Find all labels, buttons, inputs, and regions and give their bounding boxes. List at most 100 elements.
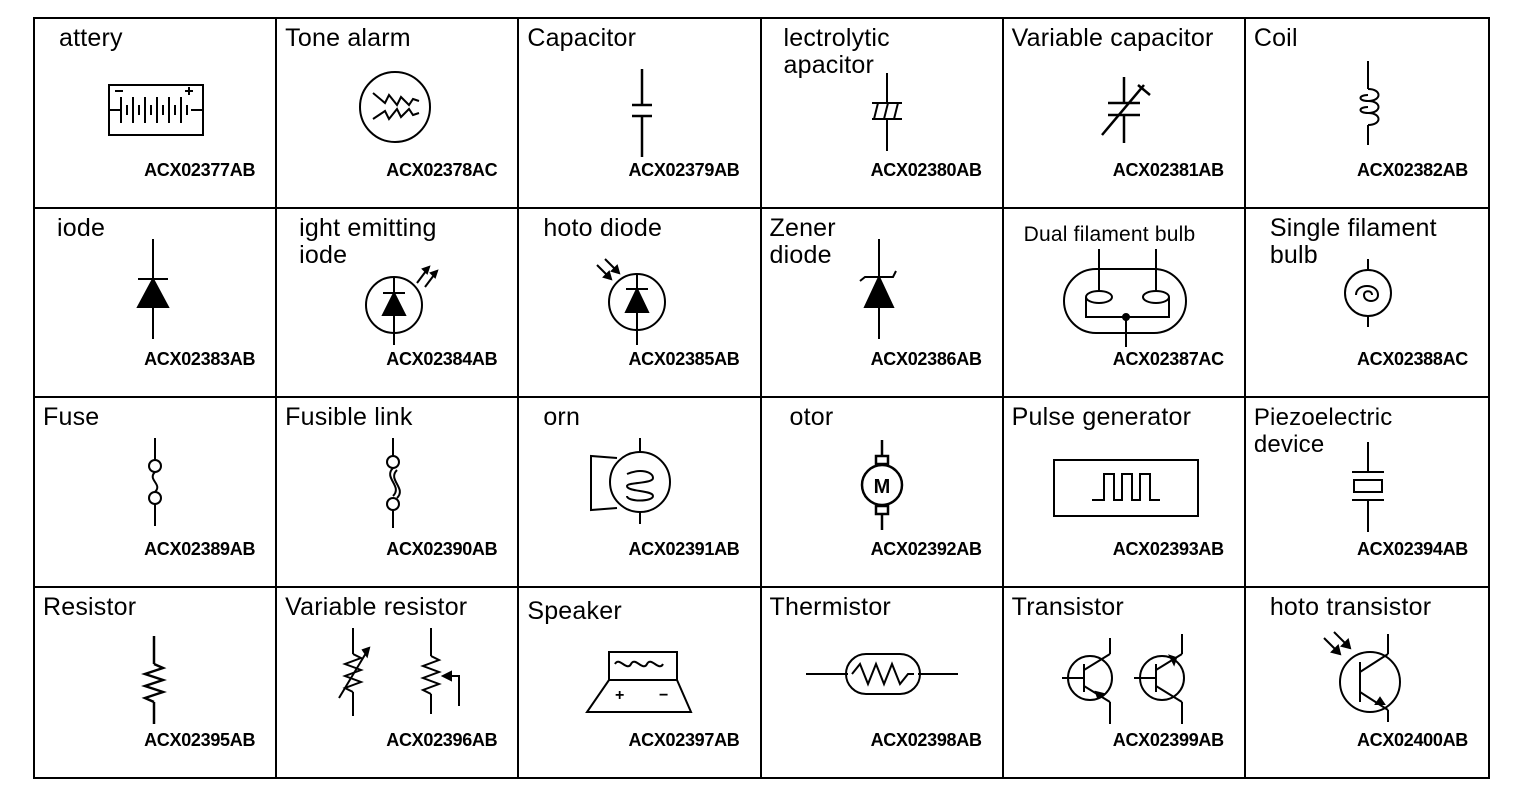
part-code: ACX02382AB (1356, 159, 1468, 180)
thermistor-icon (762, 588, 1002, 778)
cell-label: Single filament bulb (1269, 213, 1437, 269)
part-code: ACX02379AB (628, 159, 740, 180)
led-icon (277, 209, 517, 397)
cell-transistor: Transistor ACX02399AB (1004, 587, 1246, 778)
cell-label: Capacitor (527, 24, 637, 52)
cell-thermistor: Thermistor ACX02398AB (762, 587, 1004, 778)
part-code: ACX02378AC (386, 159, 498, 180)
cell-label: Dual filament bulb (1023, 222, 1196, 246)
part-code: ACX02391AB (628, 538, 740, 559)
cell-label: Tone alarm (285, 24, 411, 52)
cell-electrolytic-capacitor: lectrolytic apacitor ACX02380AB (761, 19, 1004, 209)
photo-transistor-icon (1246, 588, 1488, 778)
part-code: ACX02399AB (1112, 730, 1224, 750)
part-code: ACX02380AB (870, 159, 982, 180)
photo-diode-icon (519, 209, 759, 397)
cell-label: hoto diode (543, 213, 663, 242)
speaker-plus: + (615, 687, 624, 704)
pulse-generator-icon (1004, 398, 1244, 586)
cell-label: iode (57, 213, 106, 242)
cell-label: Thermistor (769, 592, 891, 621)
coil-icon (1246, 19, 1488, 207)
dual-filament-bulb-icon (1004, 209, 1244, 397)
cell-photo-transistor: hoto transistor ACX02400AB (1246, 588, 1488, 778)
cell-variable-resistor: Variable resistor ACX02396AB (277, 587, 520, 778)
cell-speaker: Speaker + − ACX02397AB (519, 587, 762, 778)
fusible-link-icon (277, 398, 517, 586)
motor-letter: M (873, 476, 890, 498)
cell-label: Variable capacitor (1011, 24, 1214, 52)
battery-icon (35, 19, 275, 207)
cell-label: attery (59, 24, 123, 52)
cell-diode: iode ACX02383AB (35, 208, 278, 398)
cell-fuse: Fuse ACX02389AB (35, 398, 278, 588)
part-code: ACX02400AB (1356, 730, 1468, 750)
part-code: ACX02381AB (1112, 159, 1224, 180)
part-code: ACX02384AB (386, 349, 498, 369)
cell-battery: attery ACX02377AB (35, 19, 278, 209)
cell-label: Piezoelectric device (1253, 404, 1393, 458)
zener-diode-icon (762, 209, 1002, 397)
cell-resistor: Resistor ACX02395AB (35, 587, 278, 778)
speaker-minus: − (659, 687, 668, 704)
part-code: ACX02393AB (1112, 538, 1224, 559)
part-code: ACX02398AB (870, 730, 982, 750)
part-code: ACX02389AB (144, 538, 256, 559)
cell-single-filament-bulb: Single filament bulb ACX02388AC (1245, 209, 1488, 398)
part-code: ACX02388AC (1356, 349, 1468, 369)
cell-label: otor (789, 403, 834, 431)
cell-label: Zener diode (769, 213, 836, 269)
variable-resistor-icon (277, 588, 517, 778)
capacitor-icon (519, 19, 759, 207)
cell-light-emitting-diode: ight emitting iode ACX02384AB (277, 208, 520, 398)
cell-horn: orn ACX02391AB (519, 398, 762, 588)
part-code: ACX02385AB (628, 349, 740, 369)
cell-coil: Coil ACX02382AB (1245, 19, 1488, 209)
symbol-grid: attery ACX02377AB Tone alarm ACX02378AC … (33, 17, 1490, 779)
fuse-icon (35, 398, 275, 586)
cell-capacitor: Capacitor ACX02379AB (519, 19, 762, 209)
cell-label: lectrolytic apacitor (783, 24, 890, 79)
horn-icon (519, 398, 759, 586)
cell-label: ight emitting iode (299, 213, 437, 269)
cell-label: Fusible link (285, 403, 413, 431)
diode-icon (35, 209, 275, 397)
part-code: ACX02396AB (386, 730, 498, 750)
cell-label: Variable resistor (285, 592, 468, 621)
part-code: ACX02383AB (144, 349, 256, 369)
cell-label: Speaker (527, 596, 622, 625)
cell-variable-capacitor: Variable capacitor ACX02381AB (1003, 19, 1246, 209)
cell-piezoelectric-device: Piezoelectric device ACX02394AB (1245, 398, 1488, 588)
piezoelectric-icon (1246, 398, 1488, 586)
transistor-icon (1004, 588, 1244, 778)
speaker-icon: + − (519, 588, 759, 778)
cell-label: Coil (1253, 24, 1298, 52)
resistor-icon (35, 588, 275, 778)
single-filament-bulb-icon (1246, 209, 1488, 397)
part-code: ACX02395AB (144, 730, 256, 750)
cell-label: Pulse generator (1011, 403, 1192, 431)
electrolytic-capacitor-icon (762, 19, 1002, 207)
part-code: ACX02397AB (628, 730, 740, 750)
cell-zener-diode: Zener diode ACX02386AB (761, 208, 1004, 398)
cell-label: Fuse (43, 403, 100, 431)
cell-label: Resistor (43, 592, 137, 621)
part-code: ACX02387AC (1112, 349, 1224, 369)
part-code: ACX02386AB (870, 349, 982, 369)
cell-fusible-link: Fusible link ACX02390AB (277, 398, 520, 588)
part-code: ACX02377AB (144, 159, 256, 180)
cell-label: Transistor (1011, 592, 1124, 621)
cell-tone-alarm: Tone alarm ACX02378AC (277, 19, 520, 209)
part-code: ACX02394AB (1356, 538, 1468, 559)
cell-photo-diode: hoto diode ACX02385AB (519, 208, 762, 398)
part-code: ACX02392AB (870, 538, 982, 559)
part-code: ACX02390AB (386, 538, 498, 559)
cell-dual-filament-bulb: Dual filament bulb ACX02387AC (1003, 208, 1246, 398)
cell-motor: otor M ACX02392AB (761, 398, 1004, 588)
variable-capacitor-icon (1004, 19, 1244, 207)
cell-pulse-generator: Pulse generator ACX02393AB (1003, 398, 1246, 588)
tone-alarm-icon (277, 19, 517, 207)
cell-label: hoto transistor (1269, 592, 1432, 621)
motor-icon: M (762, 398, 1002, 586)
cell-label: orn (543, 403, 581, 431)
